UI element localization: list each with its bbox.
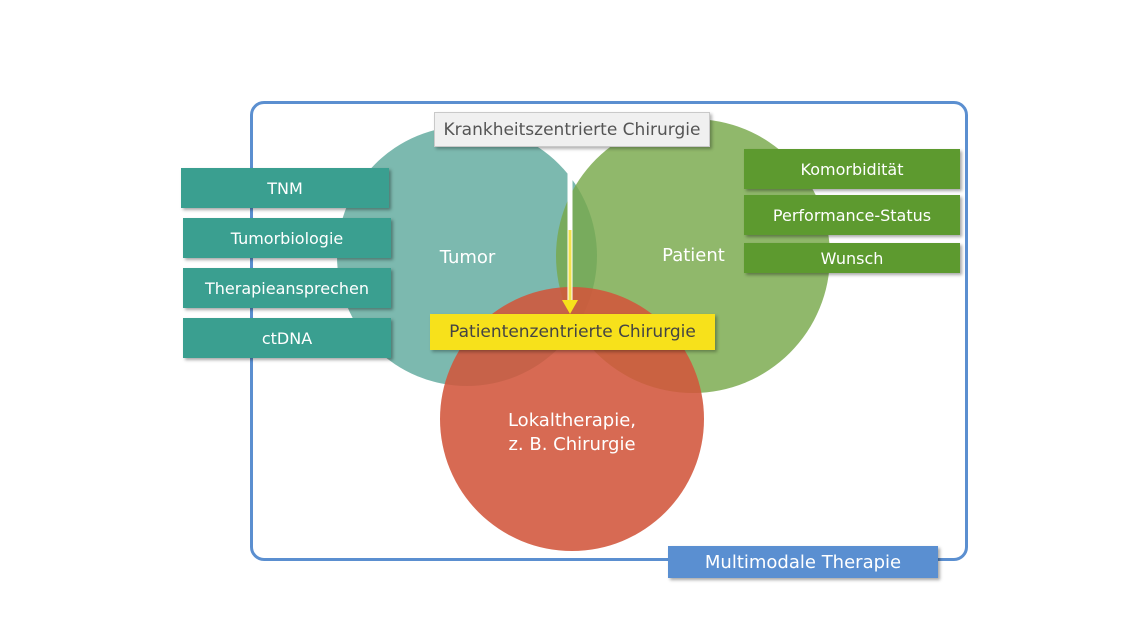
patient-label: Patient bbox=[662, 245, 725, 266]
tumor-factor-tnm: TNM bbox=[181, 168, 389, 208]
patient-centered-surgery-box: Patientenzentrierte Chirurgie bbox=[430, 314, 715, 350]
tumor-factor-response: Therapieansprechen bbox=[183, 268, 391, 308]
patient-factor-wish: Wunsch bbox=[744, 243, 960, 273]
patient-factor-performance: Performance-Status bbox=[744, 195, 960, 235]
disease-centered-surgery-box: Krankheitszentrierte Chirurgie bbox=[434, 112, 710, 147]
tumor-factor-ctdna: ctDNA bbox=[183, 318, 391, 358]
tumor-label: Tumor bbox=[439, 247, 496, 268]
local-therapy-circle bbox=[440, 287, 704, 551]
patient-factor-comorbidity: Komorbidität bbox=[744, 149, 960, 189]
tumor-factor-biology: Tumorbiologie bbox=[183, 218, 391, 258]
local-therapy-label-line1: Lokaltherapie, bbox=[507, 410, 637, 431]
local-therapy-label: Lokaltherapie, z. B. Chirurgie bbox=[492, 409, 652, 457]
multimodal-therapy-label: Multimodale Therapie bbox=[668, 546, 938, 578]
arrow-head-icon bbox=[562, 300, 578, 314]
local-therapy-label-line2: z. B. Chirurgie bbox=[508, 434, 636, 455]
